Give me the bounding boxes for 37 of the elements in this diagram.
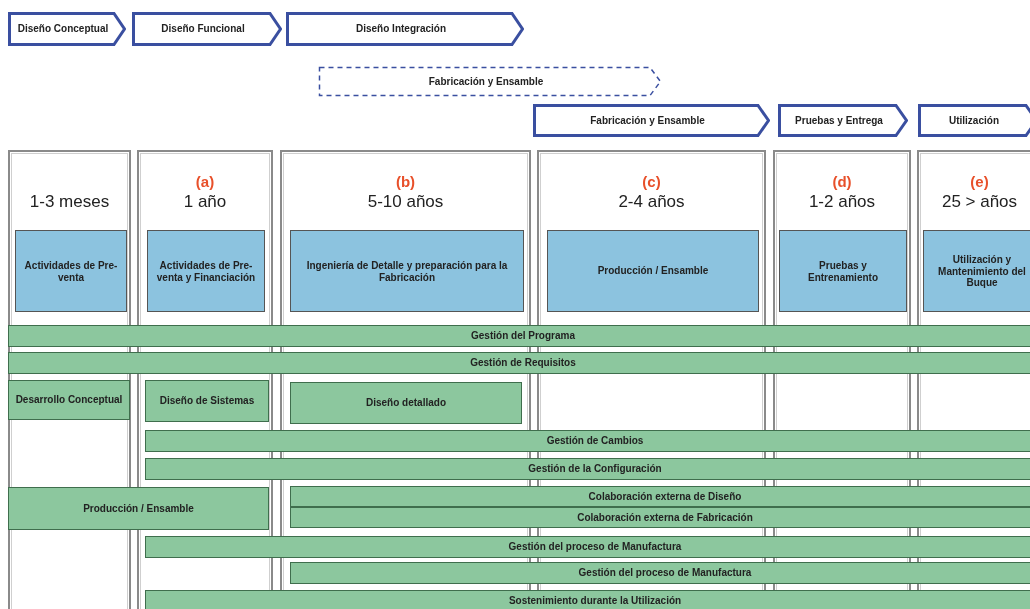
stage-box: Utilización y Mantenimiento del Buque bbox=[923, 230, 1030, 312]
activity-bar: Producción / Ensamble bbox=[8, 487, 269, 530]
stage-box: Actividades de Pre-venta y Financiación bbox=[147, 230, 265, 312]
phase-banner: Utilización bbox=[918, 104, 1030, 137]
stage-box: Ingeniería de Detalle y preparación para la Fabricación bbox=[290, 230, 524, 312]
activity-bar: Gestión del Programa bbox=[8, 325, 1030, 347]
stage-letter: (a) bbox=[194, 173, 216, 190]
duration-label: 1 año bbox=[182, 192, 228, 212]
duration-label: 25 > años bbox=[940, 192, 1019, 212]
phase-banner: Fabricación y Ensamble bbox=[318, 66, 662, 97]
activity-bar: Desarrollo Conceptual bbox=[8, 380, 130, 420]
duration-label: 5-10 años bbox=[366, 192, 445, 212]
activity-bar: Gestión del proceso de Manufactura bbox=[290, 562, 1030, 584]
phase-banner: Diseño Funcional bbox=[132, 12, 282, 46]
phase-banner: Diseño Integración bbox=[286, 12, 524, 46]
activity-bar: Gestión de la Configuración bbox=[145, 458, 1030, 480]
stage-box: Producción / Ensamble bbox=[547, 230, 759, 312]
stage-letter: (c) bbox=[641, 173, 662, 190]
stage-letter: (e) bbox=[969, 173, 990, 190]
activity-bar: Gestión del proceso de Manufactura bbox=[145, 536, 1030, 558]
phase-banner: Diseño Conceptual bbox=[8, 12, 126, 46]
stage-letter: (d) bbox=[831, 173, 853, 190]
stage-letter: (b) bbox=[394, 173, 417, 190]
duration-label: 1-3 meses bbox=[28, 192, 111, 212]
phase-banner: Fabricación y Ensamble bbox=[533, 104, 770, 137]
stage-box: Actividades de Pre-venta bbox=[15, 230, 127, 312]
activity-bar: Colaboración externa de Diseño bbox=[290, 486, 1030, 507]
activity-bar: Gestión de Requisitos bbox=[8, 352, 1030, 374]
activity-bar: Diseño de Sistemas bbox=[145, 380, 269, 422]
duration-label: 1-2 años bbox=[807, 192, 877, 212]
activity-bar: Gestión de Cambios bbox=[145, 430, 1030, 452]
stage-box: Pruebas y Entrenamiento bbox=[779, 230, 907, 312]
phase-banner: Pruebas y Entrega bbox=[778, 104, 908, 137]
activity-bar: Colaboración externa de Fabricación bbox=[290, 507, 1030, 528]
activity-bar: Sostenimiento durante la Utilización bbox=[145, 590, 1030, 609]
duration-label: 2-4 años bbox=[617, 192, 686, 212]
activity-bar: Diseño detallado bbox=[290, 382, 522, 424]
